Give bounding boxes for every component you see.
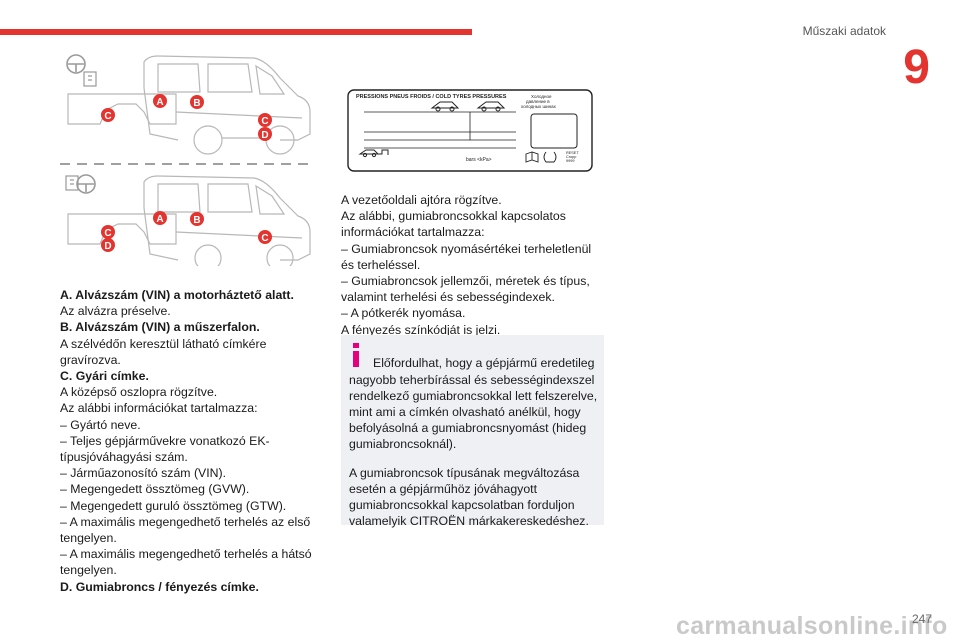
label-russian-line: давление в (526, 99, 550, 104)
item-a-title: A. Alvázszám (VIN) a motorháztető alatt. (60, 288, 294, 302)
note-paragraph: Előfordulhat, hogy a gépjármű eredetileg… (349, 356, 598, 452)
paragraph: Az alábbi, gumiabroncsokkal kapcsolatos … (341, 209, 566, 240)
svg-text:C: C (104, 228, 111, 239)
paint-code-box (530, 113, 578, 149)
car-icon (430, 101, 460, 112)
label-code-line: 9999 (566, 159, 574, 163)
item-c-text: A középső oszlopra rögzítve. (60, 385, 218, 400)
pressure-table (364, 111, 516, 149)
label-code-line: Cropp (566, 155, 576, 159)
note-paragraph: A gumiabroncsok típusának megváltozása e… (349, 465, 589, 529)
svg-text:B: B (193, 215, 200, 226)
trailer-car-icon (358, 149, 389, 158)
tyre-warning-icon (543, 151, 557, 163)
svg-text:D: D (104, 241, 111, 252)
item-a-text: Az alvázra préselve. (60, 304, 171, 319)
marker-d-upper: D (258, 127, 272, 141)
svg-text:B: B (193, 98, 200, 109)
marker-a-lower: A (153, 211, 167, 225)
tyre-pressure-label-figure: PRESSIONS PNEUS FROIDS / COLD TYRES PRES… (347, 89, 593, 172)
steering-wheel-icon (66, 54, 86, 74)
steering-wheel-icon (76, 174, 96, 194)
label-code-line: RESET (566, 151, 579, 155)
info-icon (353, 343, 359, 367)
marker-c-lower-left: C (101, 225, 115, 239)
svg-text:A: A (156, 214, 163, 225)
item-b-text: A szélvédőn keresztül látható címkére gr… (60, 336, 267, 367)
list-item: – A maximális megengedhető terhelés a há… (60, 547, 312, 578)
svg-text:A: A (156, 97, 163, 108)
list-item: – A maximális megengedhető terhelés az e… (60, 514, 311, 546)
van-illustration-lower (67, 175, 311, 266)
left-text-column: A. Alvázszám (VIN) a motorháztető alatt.… (60, 287, 330, 595)
watermark: carmanualsonline.info (676, 612, 948, 640)
marker-a-upper: A (153, 94, 167, 108)
label-russian-line: Холодное (531, 94, 552, 99)
marker-c-lower-right: C (258, 230, 272, 244)
right-text-column: A vezetőoldali ajtóra rögzítve. Az alább… (341, 192, 606, 338)
item-b-title: B. Alvázszám (VIN) a műszerfalon. (60, 320, 260, 335)
list-item: – Gumiabroncsok nyomásértékei terheletle… (341, 241, 592, 272)
svg-text:C: C (104, 111, 111, 122)
chapter-number: 9 (903, 41, 930, 94)
manual-book-icon (525, 151, 539, 163)
header-accent-bar (0, 29, 472, 35)
note-text: Előfordulhat, hogy a gépjármű eredetileg… (349, 343, 599, 542)
vin-plate-icon (83, 71, 97, 87)
marker-b-lower: B (190, 212, 204, 226)
vin-plate-icon (65, 175, 79, 191)
marker-b-upper: B (190, 95, 204, 109)
list-item: – Megengedett össztömeg (GVW). (60, 482, 250, 497)
paragraph: A fényezés színkódját is jelzi. (341, 322, 501, 337)
list-item: – Gumiabroncsok jellemzői, méretek és tí… (341, 274, 590, 305)
page-number: 247 (912, 612, 933, 626)
item-d-title: D. Gumiabroncs / fényezés címke. (60, 579, 259, 594)
marker-d-lower: D (101, 238, 115, 252)
van-illustration-upper (67, 55, 311, 155)
label-russian-line: холодных шинах (521, 104, 557, 109)
list-item: – Megengedett guruló össztömeg (GTW). (60, 498, 287, 513)
item-c-title: C. Gyári címke. (60, 369, 149, 384)
svg-text:D: D (261, 130, 268, 141)
list-item: – Teljes gépjárművekre vonatkozó EK-típu… (60, 433, 270, 465)
loaded-car-icon (476, 101, 506, 112)
marker-c-upper-right: C (258, 113, 272, 127)
svg-text:C: C (261, 233, 268, 244)
label-units: bars <kPa> (466, 157, 492, 163)
label-header: PRESSIONS PNEUS FROIDS / COLD TYRES PRES… (356, 94, 507, 100)
list-item: – Járműazonosító szám (VIN). (60, 466, 227, 481)
marker-c-upper-left: C (101, 108, 115, 122)
item-c-text: Az alábbi információkat tartalmazza: (60, 401, 258, 416)
list-item: – Gyártó neve. (60, 417, 141, 432)
list-item: – A pótkerék nyomása. (341, 306, 466, 321)
paragraph: A vezetőoldali ajtóra rögzítve. (341, 193, 502, 207)
svg-text:C: C (261, 116, 268, 127)
section-title: Műszaki adatok (802, 24, 886, 38)
info-note-box: Előfordulhat, hogy a gépjármű eredetileg… (341, 335, 604, 528)
van-location-illustrations: A B C C D A B C D C (60, 54, 314, 266)
